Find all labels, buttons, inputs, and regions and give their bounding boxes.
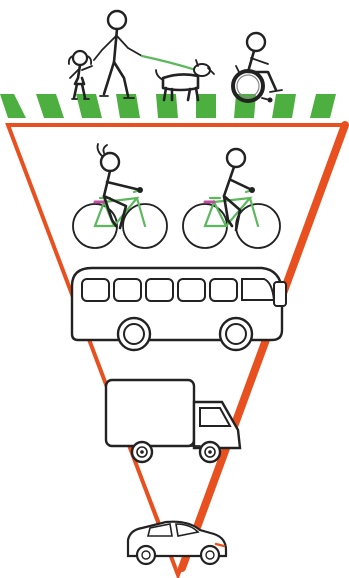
adult-walking-icon bbox=[94, 11, 142, 98]
truck-icon bbox=[106, 380, 240, 462]
bus-icon bbox=[72, 268, 286, 350]
dog-leash bbox=[142, 56, 196, 70]
zebra-crossing bbox=[0, 94, 336, 118]
cyclist-icon bbox=[183, 149, 280, 248]
wheelchair-user-icon bbox=[233, 33, 282, 103]
child-icon bbox=[69, 51, 92, 99]
hierarchy-triangle bbox=[8, 125, 345, 575]
car-icon bbox=[128, 522, 226, 564]
cyclist-icon bbox=[73, 144, 167, 248]
